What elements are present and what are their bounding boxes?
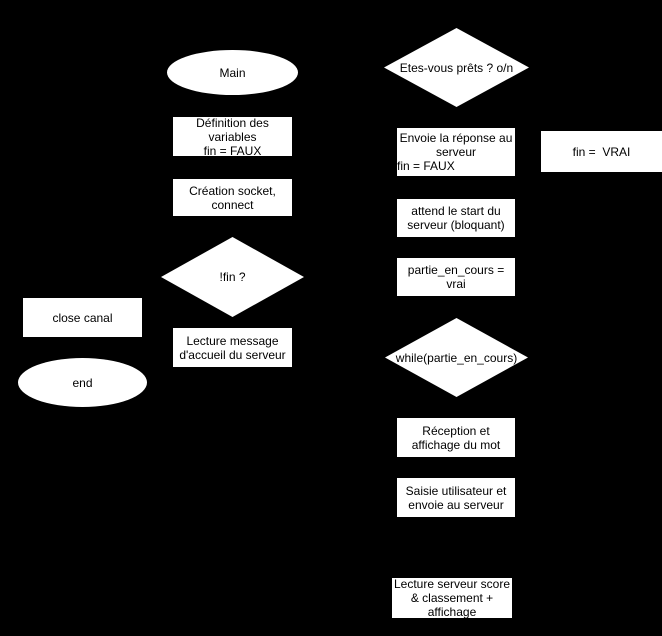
- node-label: while(partie_en_cours): [395, 350, 518, 365]
- node-label: Etes-vous prêts ? o/n: [399, 60, 514, 75]
- node-label: Création socket, connect: [189, 183, 276, 212]
- flow-node-while-decision: while(partie_en_cours): [385, 318, 528, 397]
- node-label: Lecture serveur score & classement + aff…: [393, 578, 511, 618]
- node-label-sub: fin = FAUX: [397, 159, 455, 173]
- node-label: Réception et affichage du mot: [411, 423, 501, 452]
- flow-node-attend-start: attend le start du serveur (bloquant): [397, 199, 515, 237]
- node-label: end: [72, 375, 93, 390]
- flow-node-saisie-utilisateur: Saisie utilisateur et envoie au serveur: [397, 478, 515, 517]
- flow-node-fin-decision: !fin ?: [161, 237, 304, 317]
- node-label: Définition des variables fin = FAUX: [196, 117, 269, 156]
- flow-node-definition-variables: Définition des variables fin = FAUX: [173, 117, 292, 156]
- node-label: Envoie la réponse au serveur: [399, 131, 513, 159]
- flow-node-lecture-message: Lecture message d'accueil du serveur: [173, 328, 292, 367]
- flow-node-creation-socket: Création socket, connect: [173, 179, 292, 216]
- node-label: Main: [219, 65, 246, 80]
- flow-node-fin-vrai: fin = VRAI: [541, 131, 662, 172]
- node-label: fin = VRAI: [572, 144, 631, 159]
- flow-node-lecture-score: Lecture serveur score & classement + aff…: [392, 578, 512, 618]
- flow-node-end-terminator: end: [18, 358, 147, 407]
- flow-node-reception-mot: Réception et affichage du mot: [397, 418, 515, 457]
- node-label: close canal: [52, 310, 113, 325]
- flow-node-close-canal: close canal: [23, 298, 142, 337]
- node-label: Saisie utilisateur et envoie au serveur: [405, 483, 507, 512]
- flow-node-partie-en-cours: partie_en_cours = vrai: [397, 258, 515, 296]
- node-label: Lecture message d'accueil du serveur: [179, 333, 286, 362]
- flow-node-etes-vous-prets: Etes-vous prêts ? o/n: [384, 28, 529, 107]
- node-label: !fin ?: [219, 270, 246, 284]
- flow-node-main-start: Main: [167, 50, 298, 95]
- node-label: partie_en_cours = vrai: [407, 263, 505, 291]
- node-label: attend le start du serveur (bloquant): [407, 204, 505, 232]
- flow-node-envoie-reponse: Envoie la réponse au serveur fin = FAUX: [397, 128, 515, 176]
